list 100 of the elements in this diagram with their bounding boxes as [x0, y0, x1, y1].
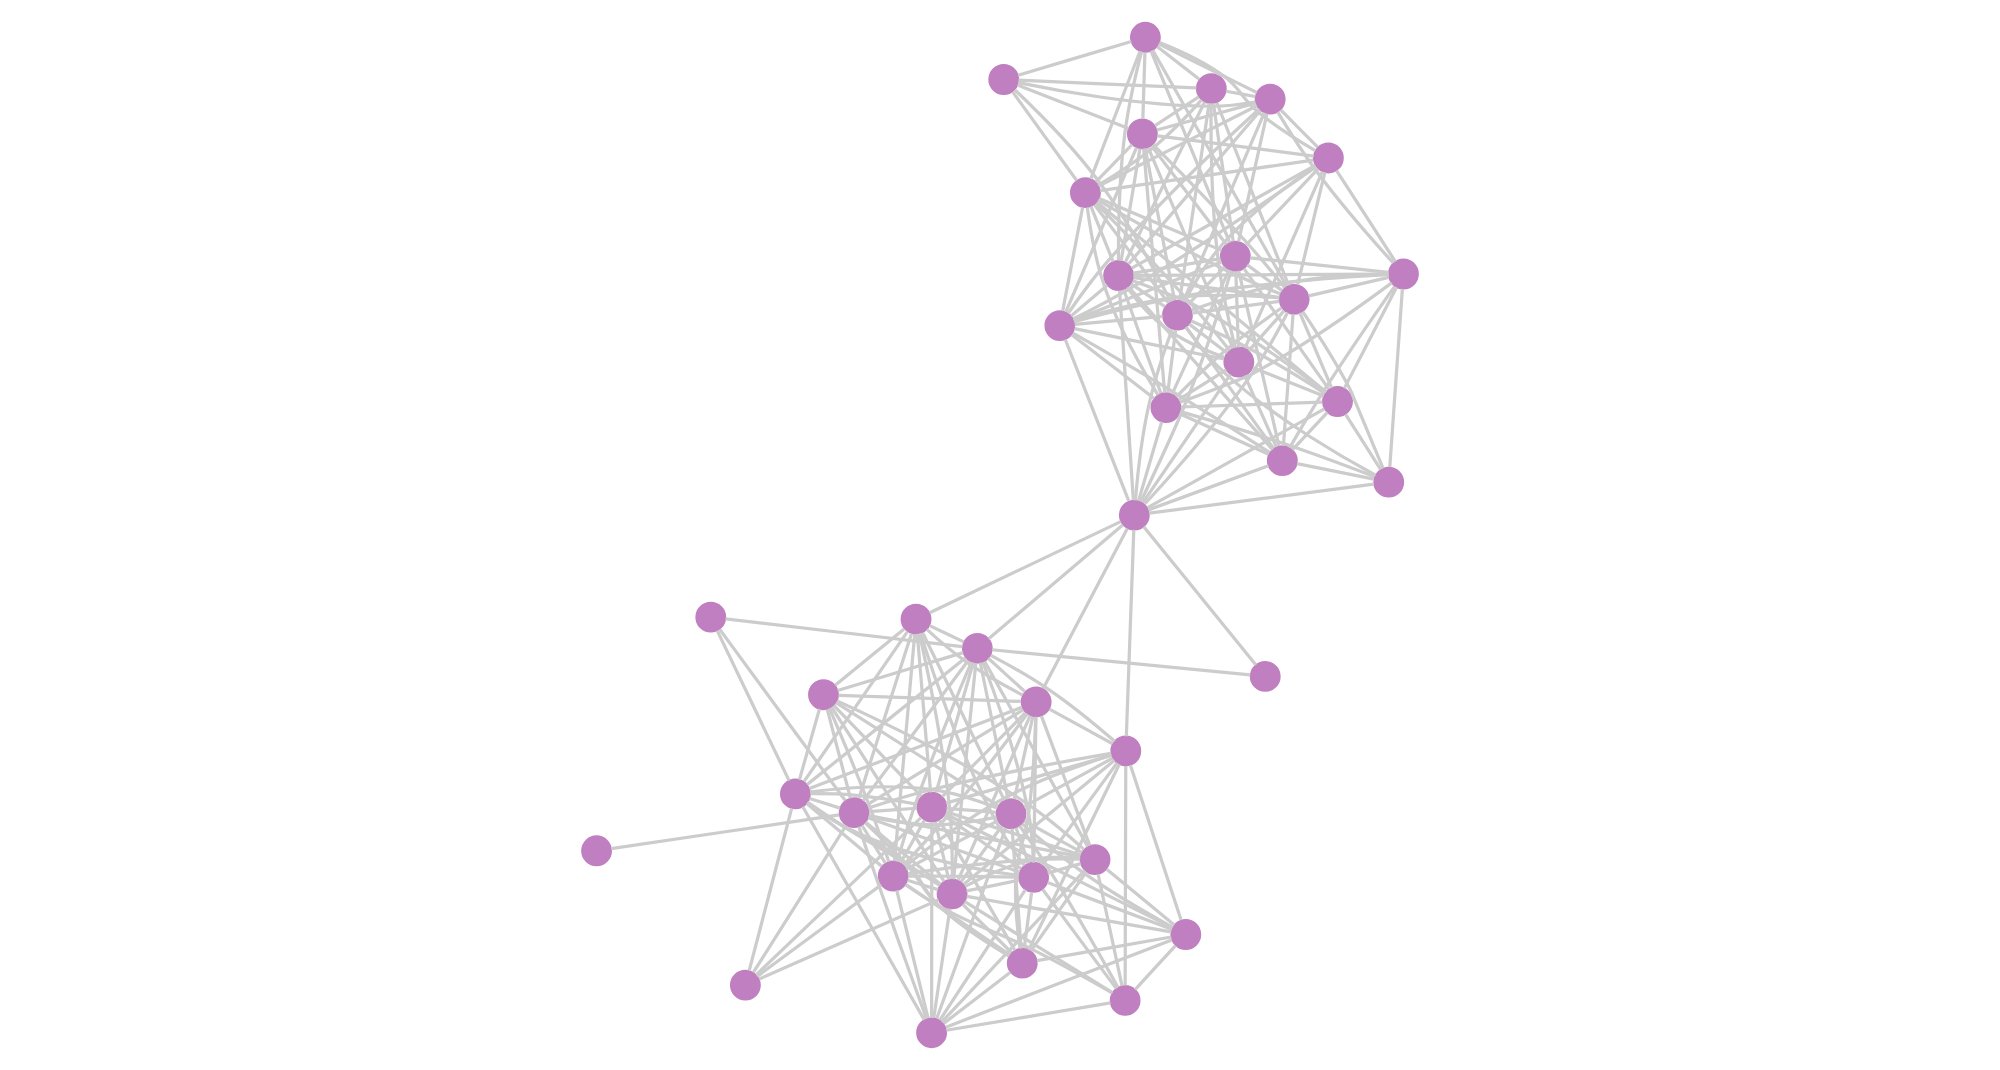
connector [1039, 715, 1092, 847]
node-circle [1195, 73, 1227, 105]
connector [963, 900, 1113, 994]
node-circle [916, 791, 948, 823]
node-circle [838, 797, 870, 829]
connector [610, 813, 840, 851]
connector [857, 826, 928, 1020]
node-circle [1249, 660, 1281, 692]
connector [1133, 328, 1174, 501]
node-circle [1020, 686, 1052, 718]
node-circle [1322, 386, 1353, 417]
connector [892, 634, 917, 862]
connector [1184, 326, 1275, 450]
connector [983, 660, 1090, 848]
connector [964, 855, 1081, 888]
node-circle [1006, 947, 1038, 979]
connector [917, 633, 954, 880]
connector [946, 1001, 1111, 1032]
node-circle [1312, 142, 1344, 174]
connector [1061, 207, 1085, 312]
connector [944, 812, 1173, 930]
connector [1344, 413, 1383, 471]
connector [1071, 333, 1156, 400]
connector [925, 628, 1024, 697]
node-circle [961, 632, 993, 664]
connector [752, 824, 848, 974]
connector [1123, 766, 1128, 986]
connector [1179, 410, 1375, 479]
connector [1157, 134, 1314, 158]
connector [1012, 716, 1035, 800]
node-circle [1018, 861, 1049, 893]
connector [921, 631, 1006, 802]
connector [802, 630, 909, 783]
connector [1128, 764, 1183, 921]
connector [1097, 98, 1203, 187]
connector [1133, 275, 1280, 299]
connector [1041, 527, 1129, 690]
node-circle [1109, 985, 1141, 1016]
connector [1074, 327, 1225, 361]
connector [834, 627, 906, 687]
node-circle [1129, 21, 1161, 53]
connector [868, 813, 1081, 859]
node-circle [877, 860, 909, 892]
connector [1118, 290, 1135, 501]
connector [905, 819, 999, 871]
connector [978, 662, 1010, 800]
connector [962, 759, 1116, 886]
connector [1018, 824, 1120, 989]
connector [918, 632, 1026, 867]
connector [1191, 299, 1280, 315]
connector [1157, 42, 1258, 94]
connector [805, 802, 883, 868]
connector [1151, 143, 1287, 289]
connector [895, 890, 930, 1019]
connector [915, 633, 933, 793]
connector [1296, 462, 1375, 481]
node-circle [1118, 499, 1150, 531]
connector [830, 706, 946, 883]
connector [1142, 148, 1167, 393]
connector [991, 648, 1251, 677]
node-circle [1170, 919, 1202, 950]
connector [1018, 78, 1197, 90]
connector [1388, 288, 1404, 468]
connector [903, 753, 1112, 868]
node-circle [1126, 118, 1158, 150]
connector [1150, 145, 1228, 246]
connector [1010, 828, 1023, 949]
connector [1179, 412, 1270, 456]
connector [1225, 89, 1256, 99]
node-circle [1044, 310, 1076, 342]
connector [1237, 270, 1281, 447]
connector [1146, 407, 1326, 510]
connector [959, 825, 1004, 883]
connector [1335, 169, 1397, 263]
connector [1096, 873, 1124, 987]
connector [940, 869, 1086, 1023]
connector [1017, 81, 1256, 108]
node-circle [1110, 735, 1142, 767]
node-circle [988, 64, 1020, 95]
connector [990, 653, 1116, 743]
connector [1170, 269, 1231, 395]
connector [956, 714, 1032, 881]
connector [945, 938, 1173, 1029]
connector [1236, 113, 1269, 243]
connector [756, 883, 883, 978]
connector [1094, 143, 1134, 183]
connector [1074, 314, 1163, 326]
connector [1148, 482, 1375, 515]
connector [907, 857, 1080, 876]
connector [1013, 88, 1173, 303]
connector [1095, 201, 1328, 394]
node-circle [1278, 283, 1310, 315]
connector [1215, 102, 1291, 287]
connector [806, 801, 1010, 958]
connector [797, 708, 822, 781]
connector [1089, 205, 1115, 263]
connector [1291, 411, 1329, 451]
connector [715, 629, 791, 782]
connector [1342, 286, 1398, 390]
connector [945, 753, 1112, 805]
